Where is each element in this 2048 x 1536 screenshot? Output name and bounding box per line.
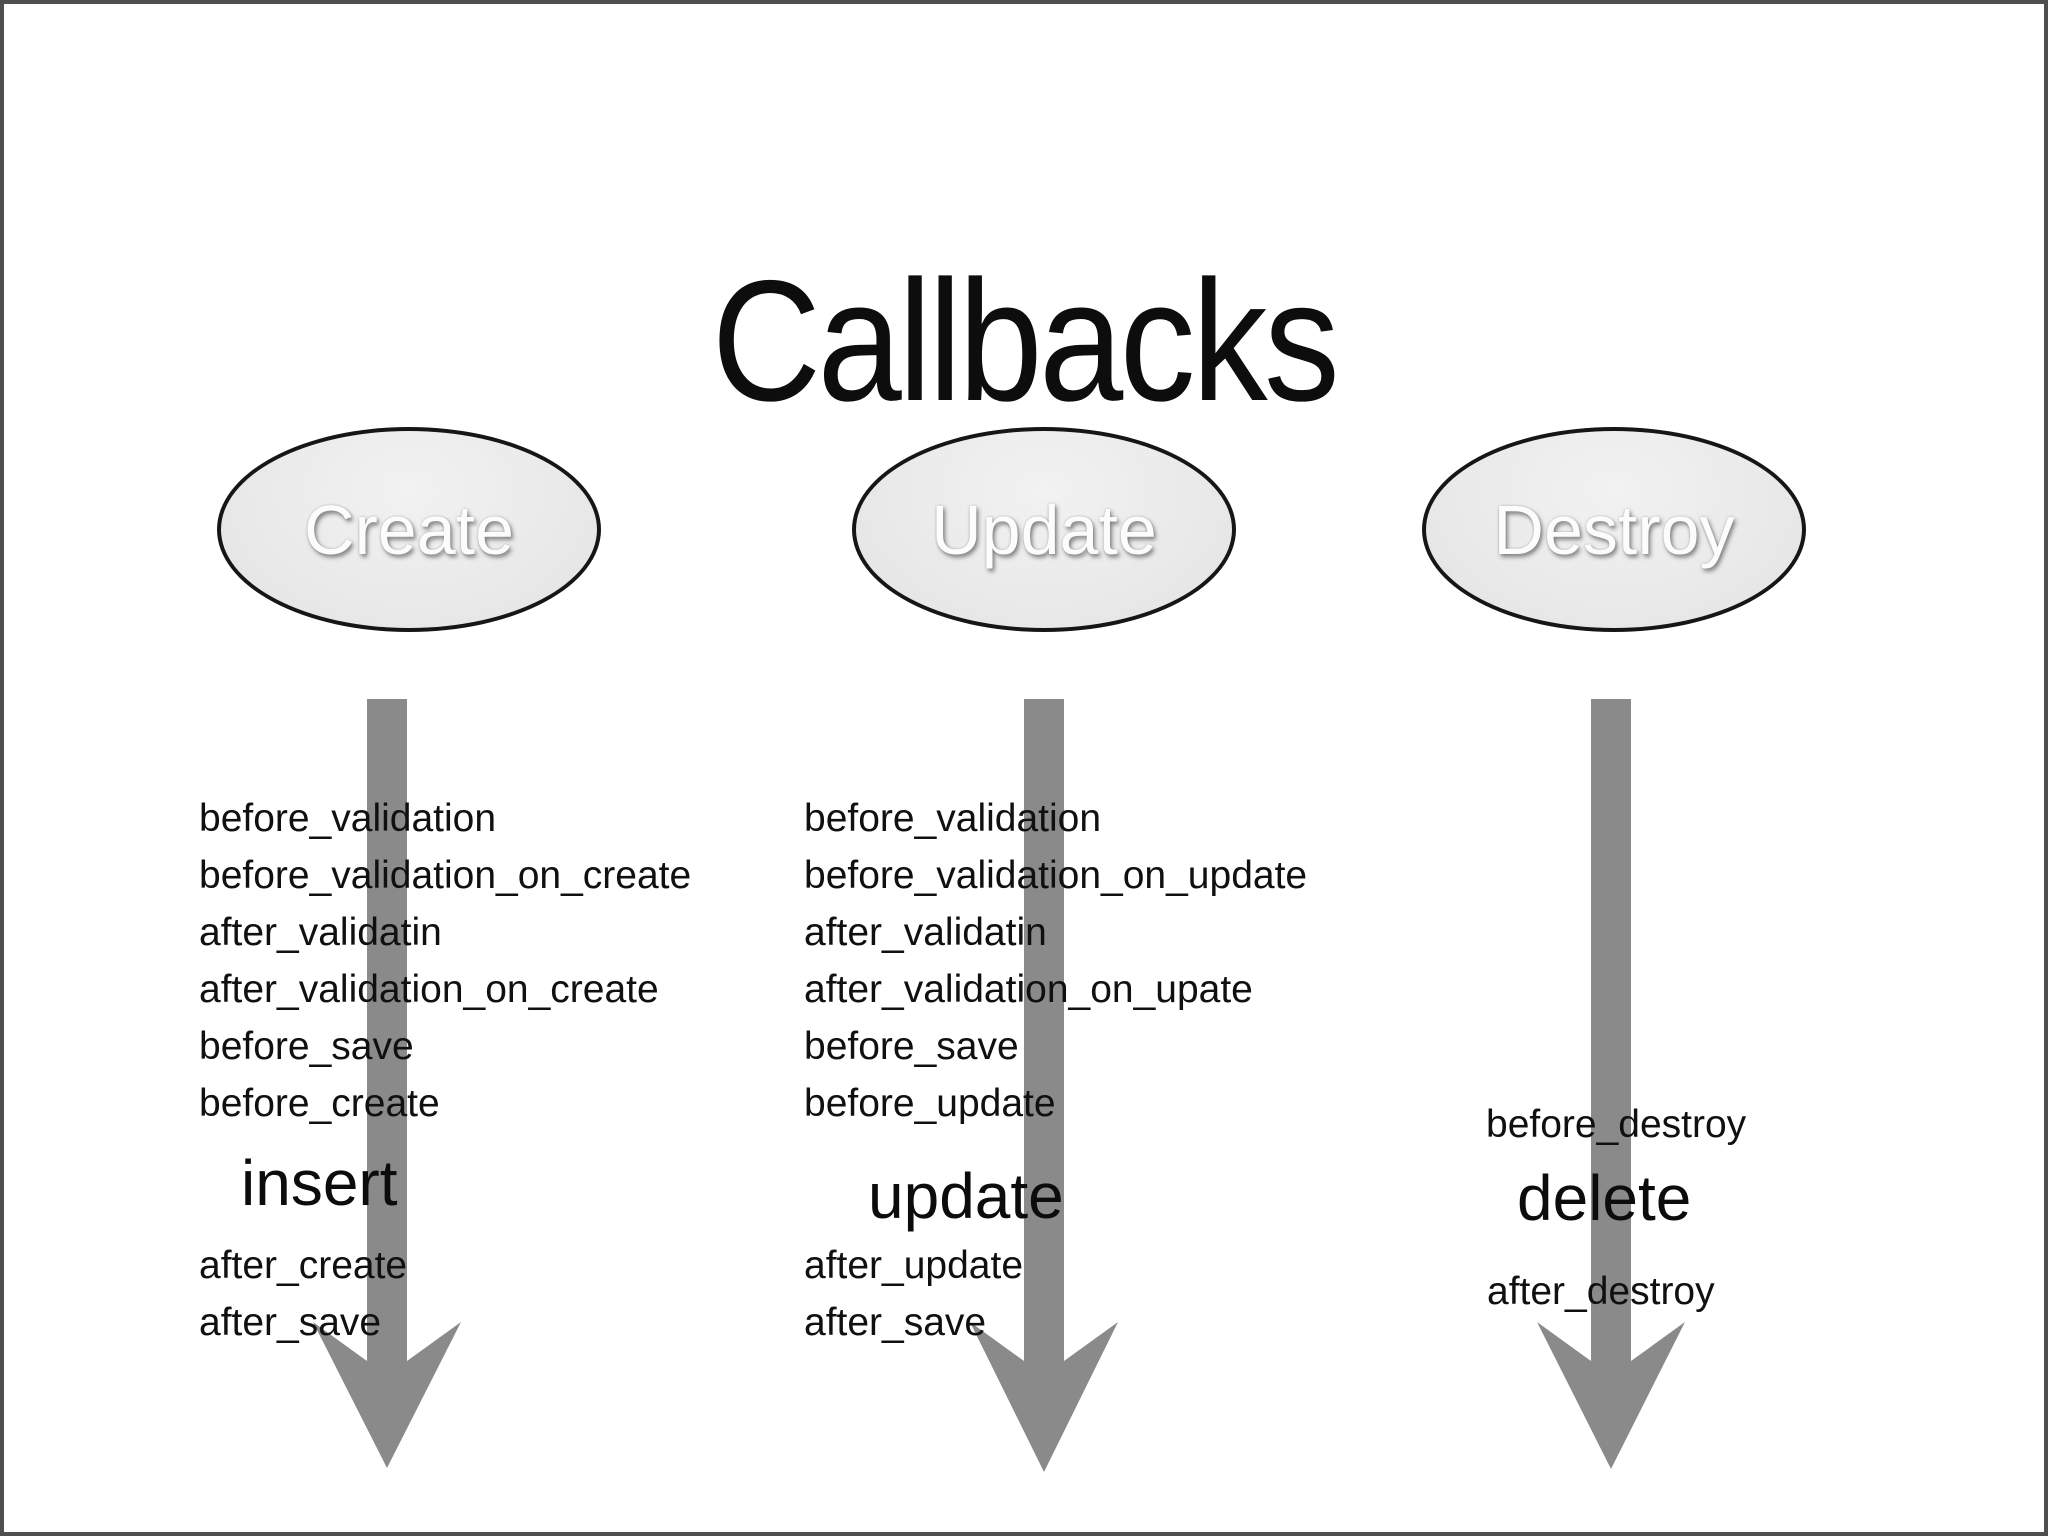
callback-name: before_validation_on_create xyxy=(199,854,692,897)
destroy-stage-label: Destroy xyxy=(1493,490,1735,569)
page-title: Callbacks xyxy=(711,245,1340,438)
callback-name: before_destroy xyxy=(1486,1103,1747,1146)
create-db-operation: insert xyxy=(241,1147,398,1219)
update-stage-label: Update xyxy=(931,490,1157,569)
callback-name: before_create xyxy=(199,1082,440,1125)
create-after-callbacks-list: after_create after_save xyxy=(199,1237,407,1351)
destroy-after-callbacks-list: after_destroy xyxy=(1487,1263,1715,1320)
callback-name: after_validation_on_create xyxy=(199,968,659,1011)
update-before-callbacks-list: before_validation before_validation_on_u… xyxy=(804,790,1307,1132)
update-after-callbacks-list: after_update after_save xyxy=(804,1237,1023,1351)
callback-name: before_validation xyxy=(804,797,1102,840)
destroy-flow-arrow-icon xyxy=(1537,699,1685,1469)
callback-name: after_validation_on_upate xyxy=(804,968,1253,1011)
callback-name: before_validation_on_update xyxy=(804,854,1308,897)
destroy-stage-ellipse: Destroy xyxy=(1422,427,1806,632)
update-stage-ellipse: Update xyxy=(852,427,1236,632)
create-before-callbacks-list: before_validation before_validation_on_c… xyxy=(199,790,691,1132)
destroy-before-callbacks-list: before_destroy xyxy=(1486,1096,1746,1153)
update-db-operation: update xyxy=(868,1160,1064,1232)
callback-name: before_save xyxy=(199,1025,414,1068)
callback-name: before_save xyxy=(804,1025,1019,1068)
callback-name: after_destroy xyxy=(1487,1270,1715,1313)
destroy-db-operation: delete xyxy=(1517,1162,1692,1234)
callback-name: before_validation xyxy=(199,797,497,840)
callback-name: after_validatin xyxy=(199,911,442,954)
create-stage-ellipse: Create xyxy=(217,427,601,632)
callback-name: after_save xyxy=(804,1301,987,1344)
create-stage-label: Create xyxy=(303,490,515,569)
callback-name: before_update xyxy=(804,1082,1056,1125)
callback-name: after_create xyxy=(199,1244,408,1287)
callback-name: after_validatin xyxy=(804,911,1047,954)
callback-name: after_update xyxy=(804,1244,1024,1287)
callback-name: after_save xyxy=(199,1301,382,1344)
